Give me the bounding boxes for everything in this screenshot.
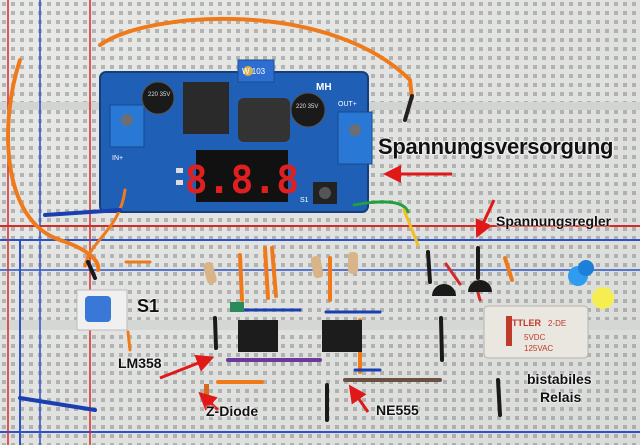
output-terminal [337,111,373,165]
capacitor-left [141,81,175,115]
arrow-zener [198,391,220,412]
orange-wire-s1 [83,188,127,268]
label-relay-line2: Relais [540,389,582,405]
relay-marking: 2-DE [548,319,566,328]
relay-rating-1: 5VDC [524,333,546,342]
blue-wire-bottom [18,396,97,412]
label-zener: Z-Diode [206,403,259,419]
annotation-arrows [159,165,496,413]
label-relay-line1: bistabiles [527,371,592,387]
resistors [203,252,358,285]
lm358-chip [238,320,278,352]
s1-switch-cap-icon [85,296,111,322]
label-voltage-regulator: Spannungsregler [496,213,612,229]
arrow-lm358 [159,354,215,380]
yellow-wire [402,208,420,247]
label-switch: S1 [137,296,160,316]
arrow-ne555 [348,384,370,413]
ne555-chip [322,320,362,352]
inductor [238,98,290,142]
pad-in-label: IN+ [112,155,123,162]
relay-rating-2: 125VAC [524,344,553,353]
brand-mark: MH [316,82,332,93]
display-value: 8.8.8 [185,158,299,202]
arrow-regulator [475,199,496,239]
transistor-1 [432,284,456,296]
label-power-supply: Spannungsversorgung [378,134,614,159]
transistor-2 [468,280,492,292]
segment-display [196,150,288,202]
orange-wire-top [98,16,414,100]
capacitor-right [290,92,326,128]
label-timer: NE555 [376,402,419,418]
black-jumpers [86,246,502,422]
dc-dc-module [99,59,373,213]
blue-wire-left [43,208,122,217]
module-button-icon [319,187,331,199]
label-opamp: LM358 [118,355,162,371]
pad-out-label: OUT+ [338,101,357,108]
capacitor-left-marking: 220 35V [148,92,170,98]
wires [6,16,514,412]
orange-wire-left [6,58,101,272]
relay-brand: TTLER [512,318,541,328]
input-terminal [109,104,145,148]
regulator-ic [183,82,229,134]
yellow-led [592,287,614,309]
pad-s1-label: S1 [300,197,309,204]
potentiometer-screw-icon [243,66,253,76]
green-wire [352,200,410,214]
potentiometer [237,59,275,83]
pot-marking: W 103 [242,67,266,76]
capacitor-right-marking: 220 35V [296,104,318,110]
